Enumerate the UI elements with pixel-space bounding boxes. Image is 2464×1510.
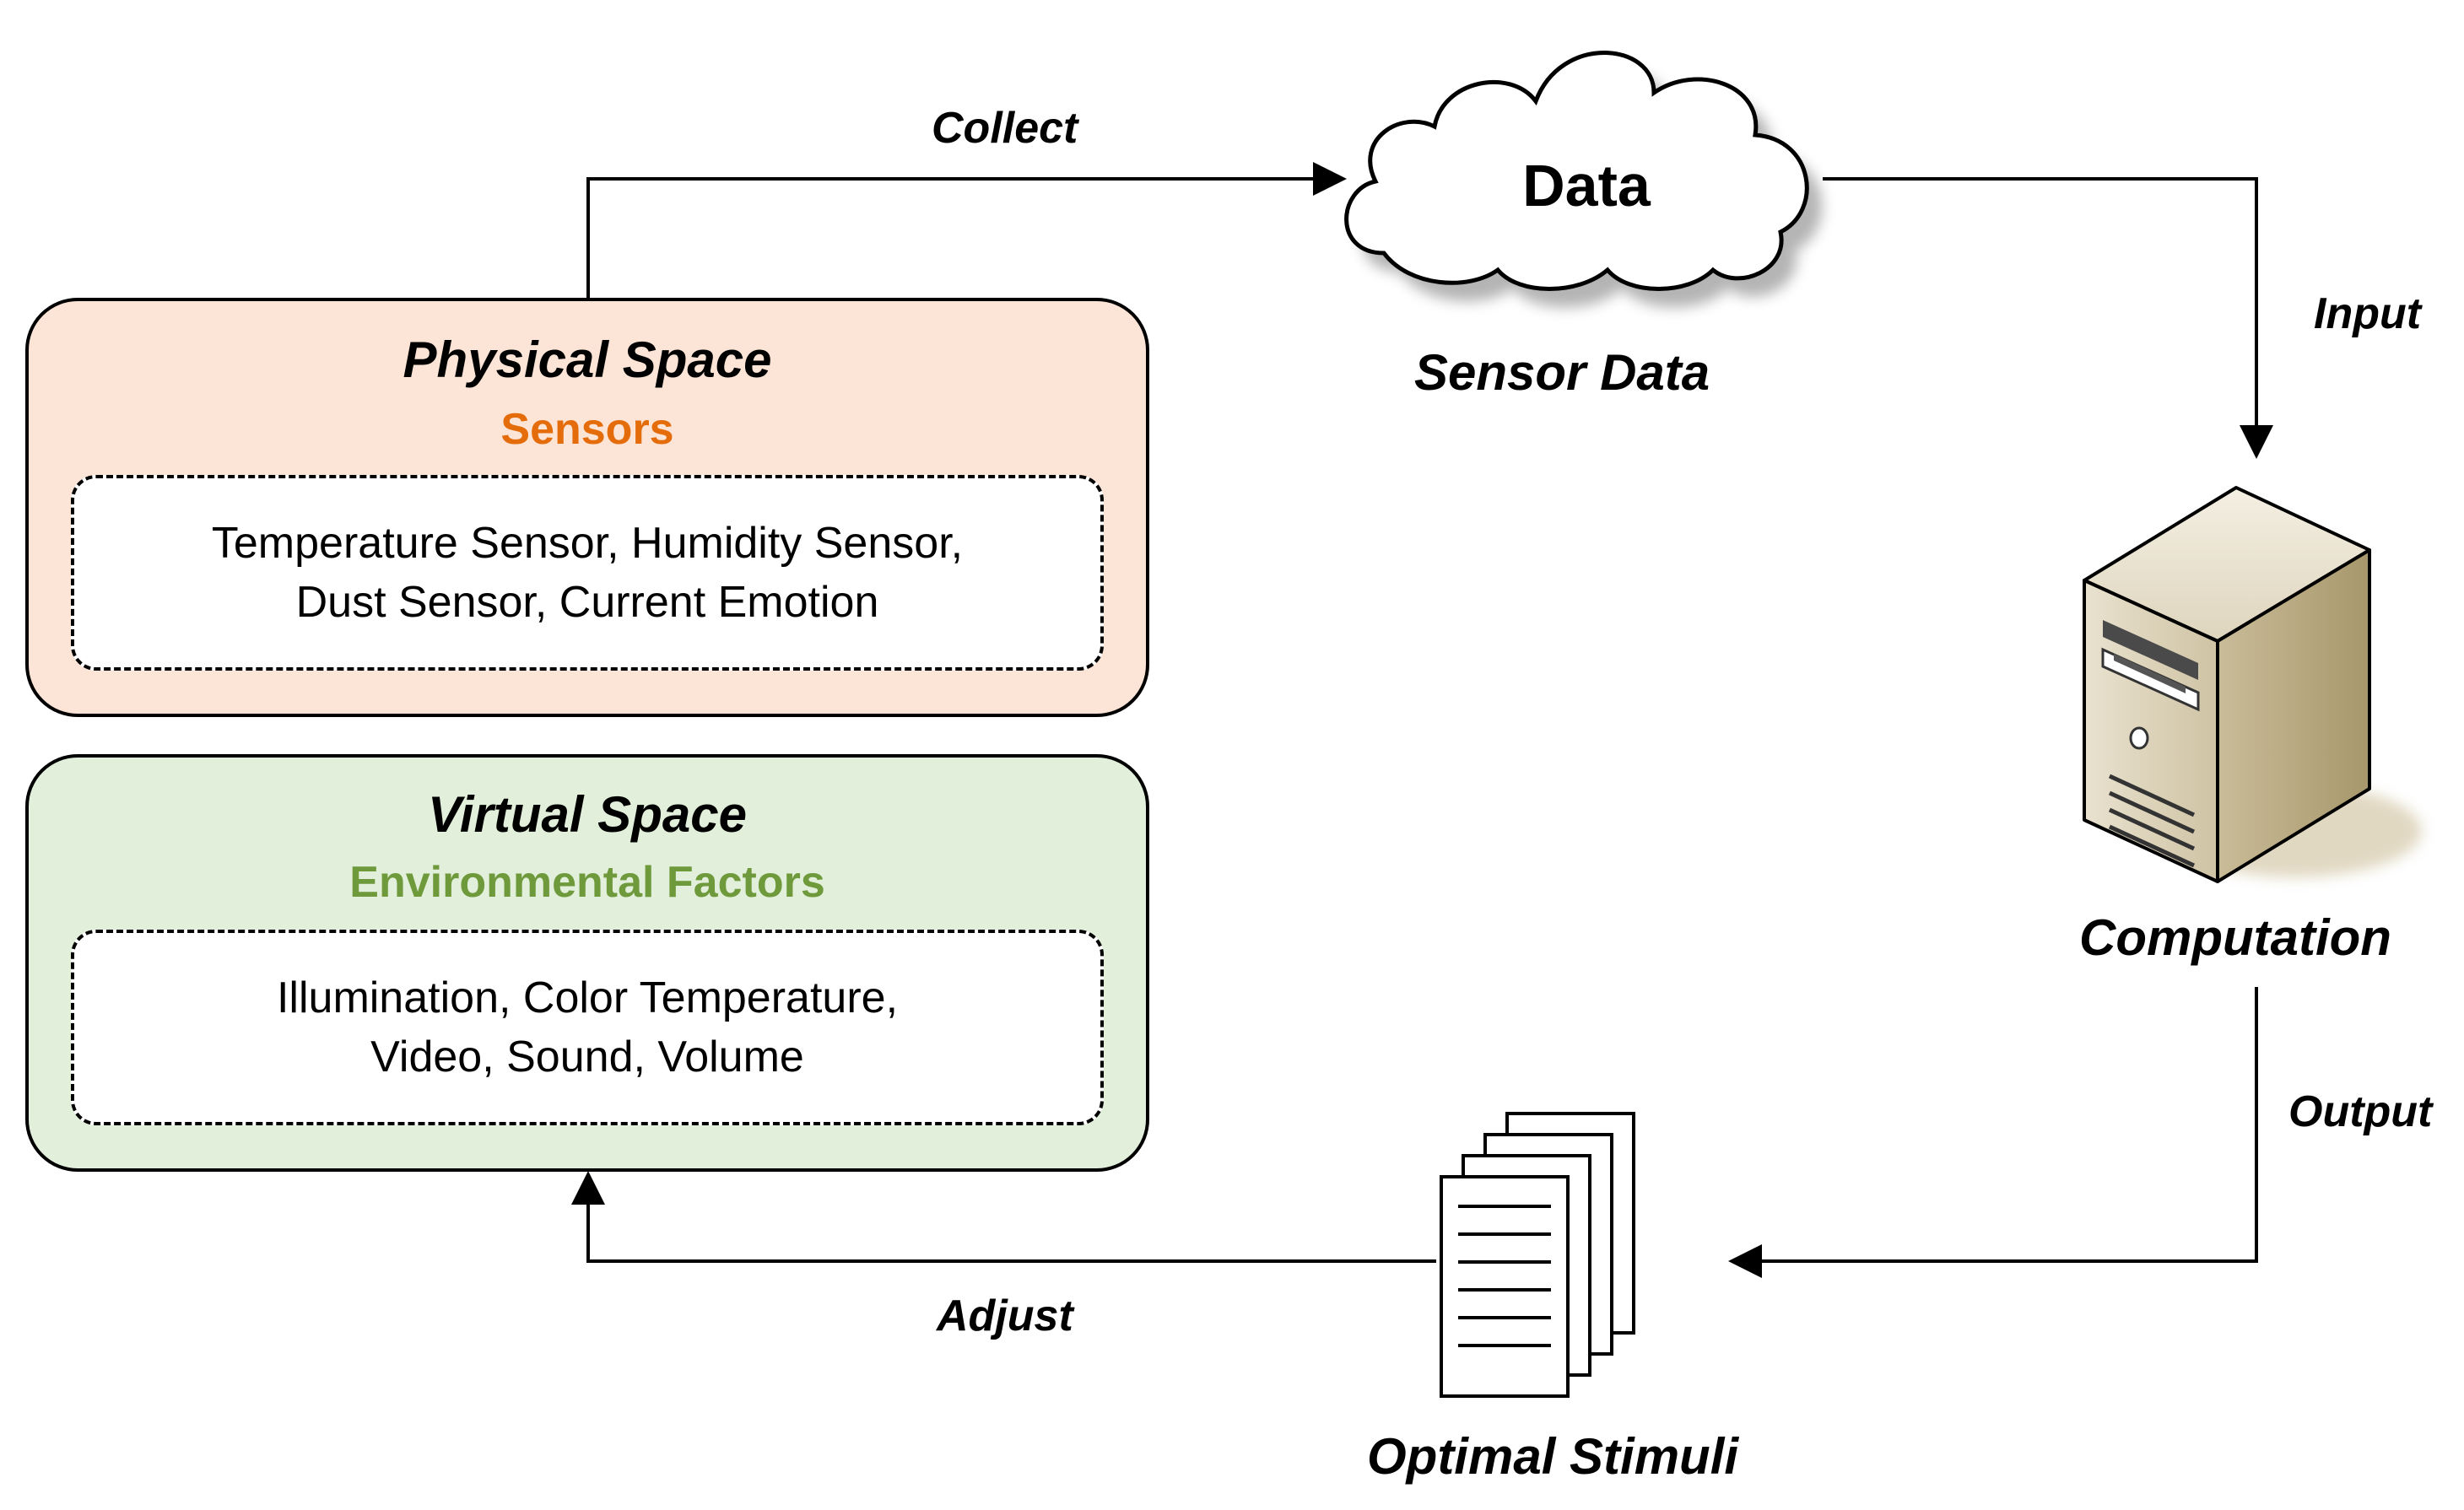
computation-caption: Computation bbox=[2079, 909, 2391, 966]
sensors-list-box: Temperature Sensor, Humidity Sensor, Dus… bbox=[71, 475, 1104, 671]
virtual-space-subtitle: Environmental Factors bbox=[349, 858, 825, 907]
cloud-icon bbox=[1344, 51, 1823, 308]
input-arrow bbox=[1823, 177, 2273, 459]
collect-label: Collect bbox=[932, 104, 1078, 153]
document-stack-icon bbox=[1440, 1112, 1635, 1398]
output-arrow bbox=[1728, 987, 2258, 1278]
virtual-space-title: Virtual Space bbox=[428, 786, 747, 843]
physical-space-subtitle: Sensors bbox=[500, 405, 674, 454]
input-label: Input bbox=[2314, 289, 2422, 338]
server-tower-icon bbox=[2083, 486, 2422, 883]
virtual-space-box: Virtual Space Environmental Factors Illu… bbox=[25, 754, 1149, 1172]
optimal-stimuli-caption: Optimal Stimuli bbox=[1367, 1428, 1739, 1485]
factors-list-line-1: Illumination, Color Temperature, bbox=[276, 973, 899, 1022]
physical-space-title: Physical Space bbox=[403, 332, 772, 388]
output-label: Output bbox=[2288, 1087, 2433, 1136]
sensors-list-line-2: Dust Sensor, Current Emotion bbox=[295, 578, 879, 627]
factors-list-line-2: Video, Sound, Volume bbox=[370, 1033, 804, 1081]
sensors-list-line-1: Temperature Sensor, Humidity Sensor, bbox=[211, 519, 964, 568]
environmental-factors-list-box: Illumination, Color Temperature, Video, … bbox=[71, 930, 1104, 1125]
adjust-label: Adjust bbox=[937, 1292, 1073, 1340]
collect-arrow bbox=[586, 162, 1347, 298]
adjust-arrow bbox=[571, 1171, 1436, 1263]
sensor-data-caption: Sensor Data bbox=[1414, 344, 1710, 401]
physical-space-box: Physical Space Sensors Temperature Senso… bbox=[25, 298, 1149, 717]
cloud-data-label: Data bbox=[1522, 153, 1651, 218]
